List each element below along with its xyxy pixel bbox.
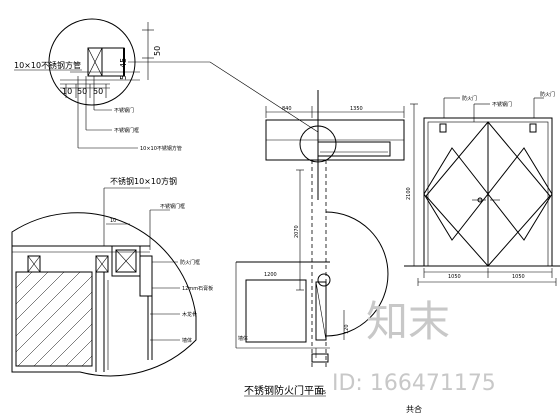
plan-bottom-wall bbox=[245, 279, 307, 343]
left-label-3: 木龙骨 bbox=[182, 311, 197, 318]
top-detail-callout: 50 45 5 10 50 50 10×10不锈钢方管 不锈钢门 不锈钢门框 1… bbox=[14, 18, 319, 152]
left-detail-callout: 不锈钢10×10方钢 10 不锈钢门框 防火门框 12mm石膏板 木龙骨 墙体 bbox=[11, 176, 213, 377]
door-diamond-right bbox=[487, 147, 553, 241]
left-callout-wall bbox=[15, 271, 93, 367]
top-dim-h-1: 50 bbox=[77, 87, 87, 96]
plan-bottom-dim: 1200 bbox=[264, 272, 277, 278]
watermark-id: ID: 166471175 bbox=[332, 371, 496, 396]
left-label-1: 防火门框 bbox=[180, 259, 200, 266]
left-label-2: 12mm石膏板 bbox=[182, 285, 213, 292]
top-leader-1: 不锈钢门框 bbox=[114, 127, 139, 134]
plan-scale: 1:5 bbox=[318, 390, 326, 396]
door-caption: 共合 bbox=[406, 404, 422, 414]
door-label-2: 防火门 bbox=[540, 91, 555, 98]
top-dim-v-0: 50 bbox=[153, 46, 162, 56]
door-label-0: 防火门 bbox=[462, 95, 477, 102]
door-elevation: 2100 防火门 不锈钢门 防火门 1050 1050 bbox=[404, 91, 560, 414]
door-diamond-left bbox=[423, 147, 489, 241]
top-dim-h-2: 50 bbox=[93, 87, 103, 96]
top-left-label: 10×10不锈钢方管 bbox=[14, 60, 81, 70]
watermark-logo: 知末 bbox=[366, 297, 450, 346]
plan-swing-arc bbox=[325, 211, 389, 337]
left-label-4: 墙体 bbox=[182, 337, 192, 344]
watermark: 知末 ID: 166471175 bbox=[332, 297, 496, 396]
door-dim-bottom-0: 1050 bbox=[448, 274, 461, 280]
left-dim: 10 bbox=[110, 218, 116, 224]
top-dim-h-0: 10 bbox=[62, 87, 72, 96]
left-callout-circle bbox=[11, 212, 197, 377]
plan-caption: 不锈钢防火门平面 bbox=[244, 384, 324, 397]
plan-v-dim-1: 120 bbox=[344, 324, 350, 334]
left-top-label: 不锈钢10×10方钢 bbox=[110, 176, 177, 186]
plan-door-leaf bbox=[317, 141, 391, 157]
top-leader-2: 10×10不锈钢方管 bbox=[140, 145, 182, 152]
center-plan: 840 1350 2070 120 1200 墙体 不锈钢防火门平面 bbox=[235, 90, 405, 397]
door-dim-bottom-1: 1050 bbox=[512, 274, 525, 280]
top-dim-v-2: 5 bbox=[119, 75, 128, 80]
top-dim-v-1: 45 bbox=[119, 58, 128, 68]
left-label-0: 不锈钢门框 bbox=[160, 203, 185, 210]
plan-top-dim-1: 1350 bbox=[350, 106, 363, 112]
door-dim-height: 2100 bbox=[406, 187, 412, 200]
top-leader-0: 不锈钢门 bbox=[114, 107, 134, 114]
plan-label-wall: 墙体 bbox=[238, 335, 248, 342]
plan-top-dim-0: 840 bbox=[282, 106, 292, 112]
plan-v-dim-0: 2070 bbox=[294, 225, 300, 238]
door-label-1: 不锈钢门 bbox=[492, 101, 512, 108]
